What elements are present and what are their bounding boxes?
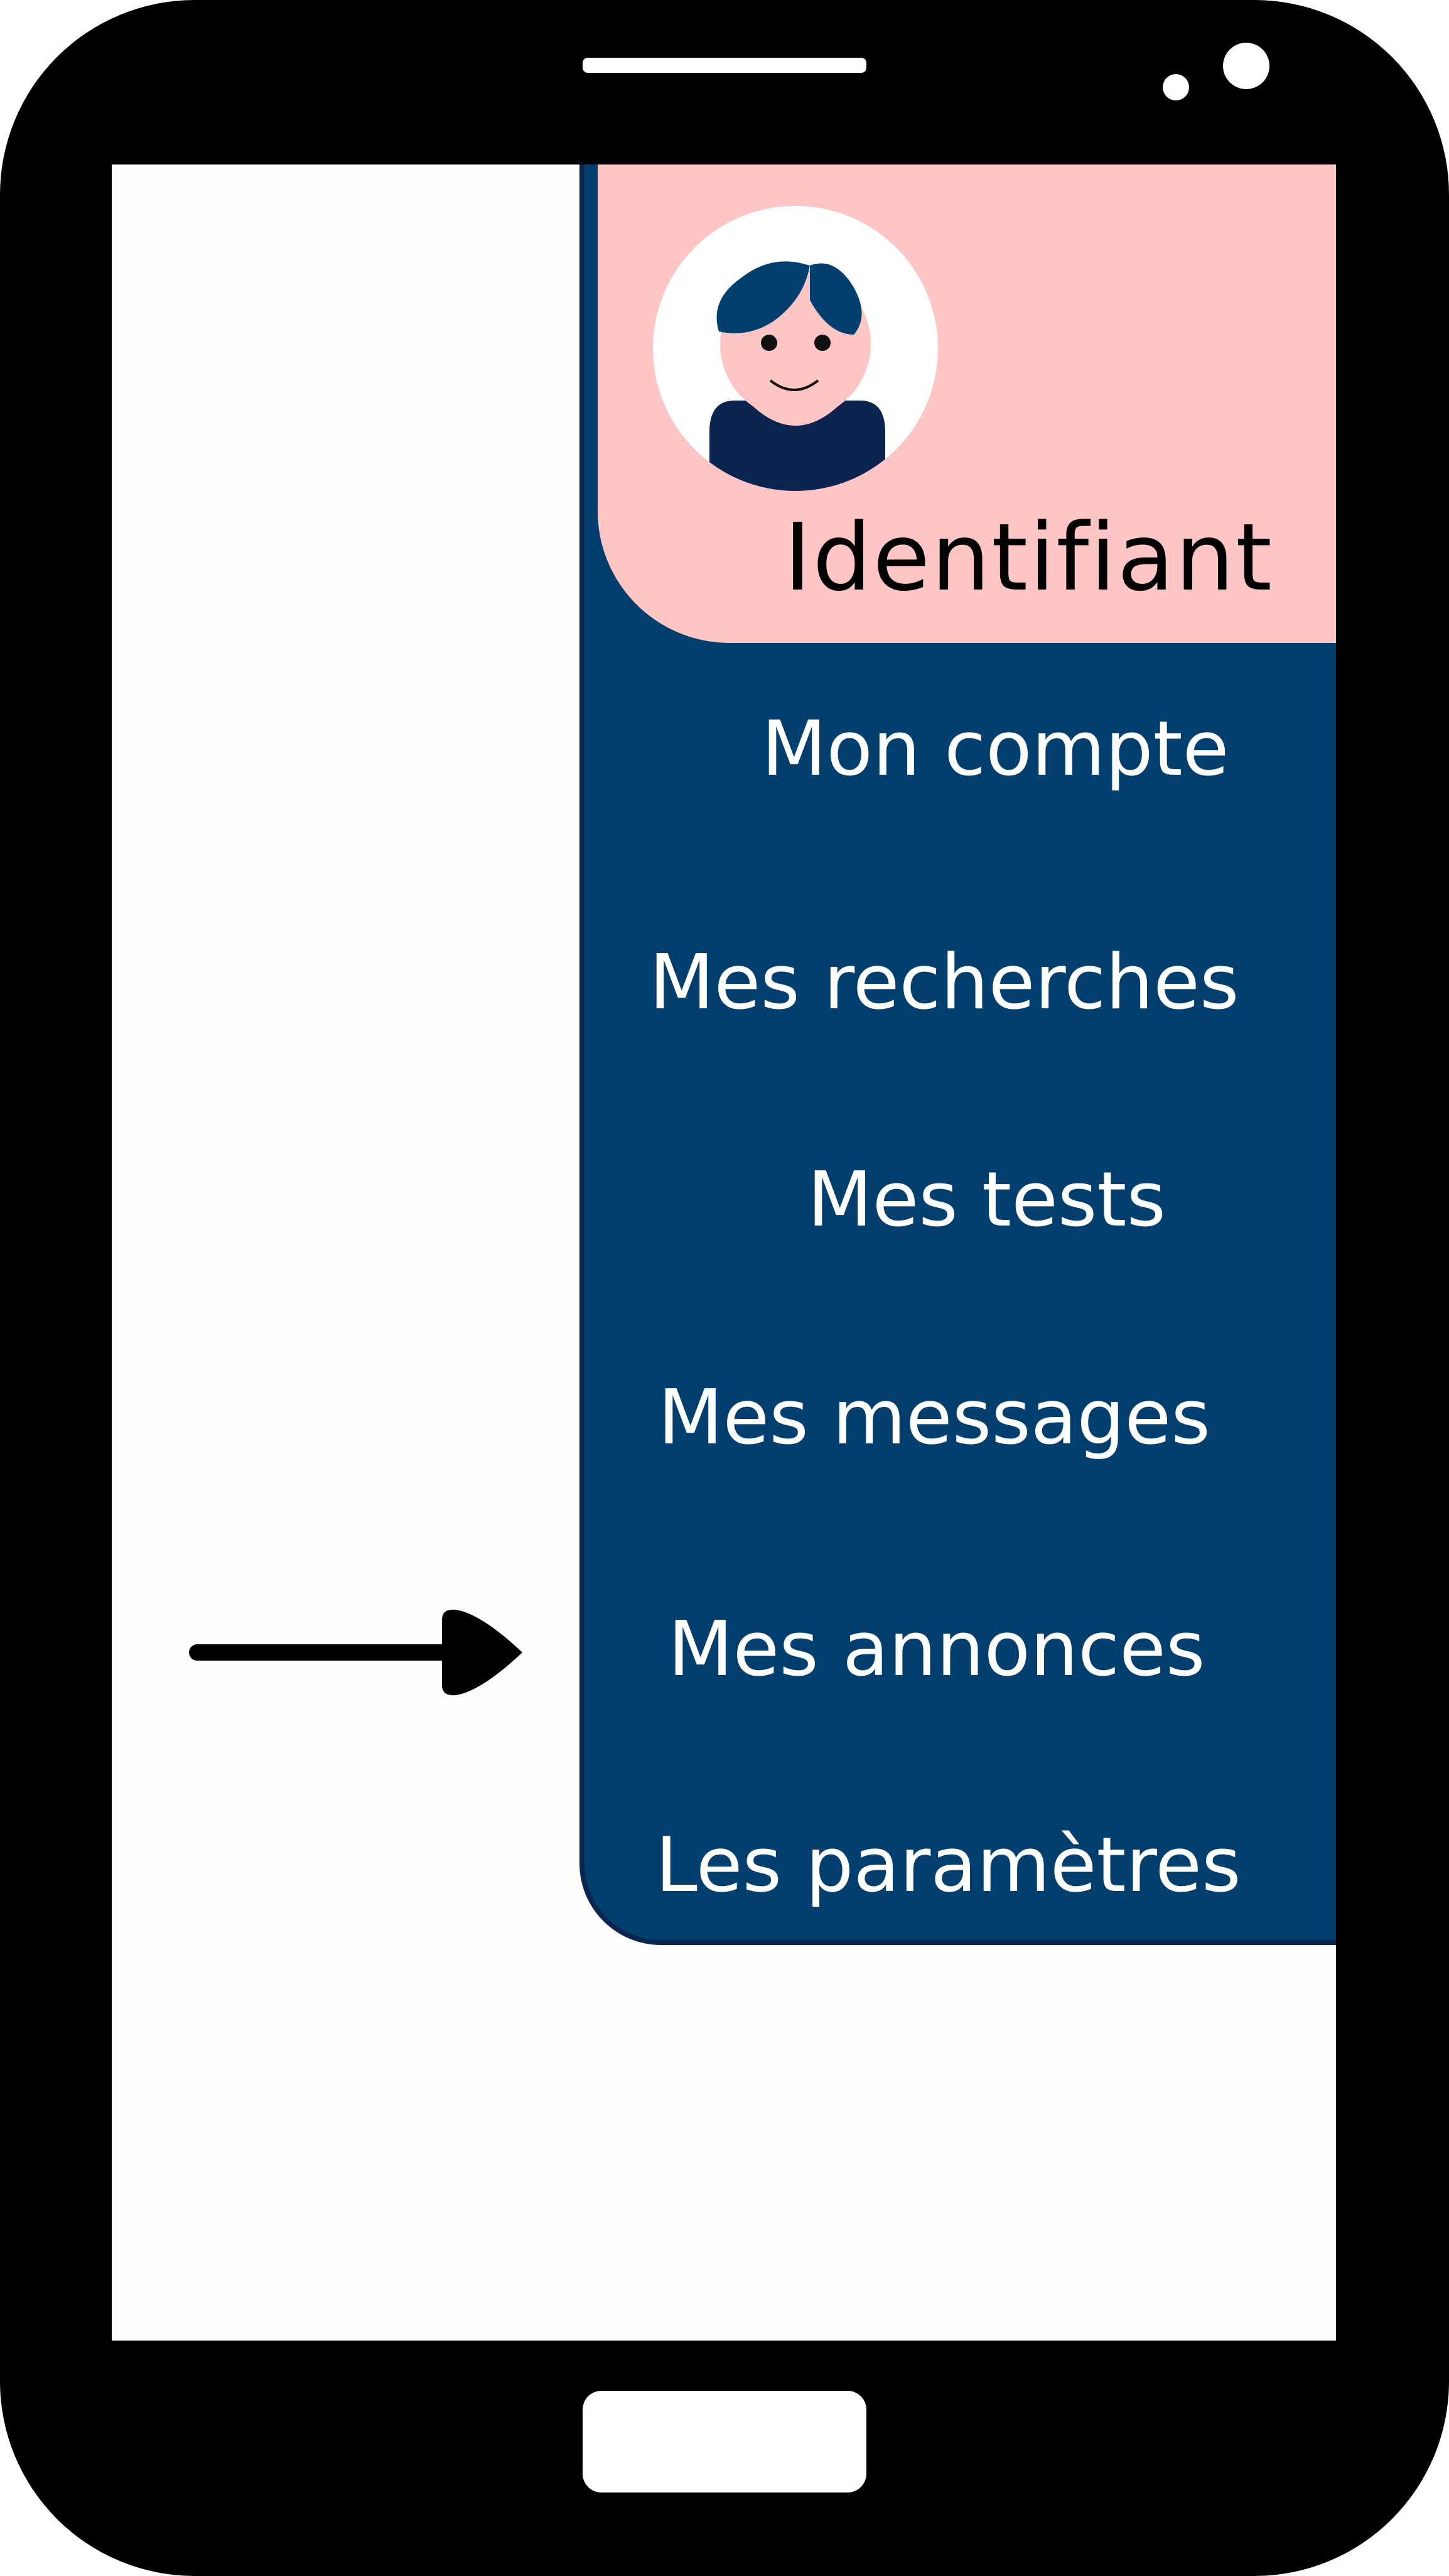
user-avatar-icon[interactable] [653, 206, 938, 491]
proximity-sensor [1163, 74, 1189, 100]
front-camera [1223, 43, 1269, 89]
user-identifier-label[interactable]: Identifiant [784, 504, 1273, 612]
menu-item-les-parametres[interactable]: Les paramètres [655, 1822, 1241, 1909]
menu-item-mon-compte[interactable]: Mon compte [762, 706, 1229, 793]
phone-screen: Identifiant Mon compte Mes recherches Me… [112, 164, 1336, 2341]
earpiece-speaker [583, 58, 866, 73]
menu-item-mes-messages[interactable]: Mes messages [658, 1374, 1210, 1462]
home-button[interactable] [583, 2391, 866, 2492]
arrow-right-icon [187, 1602, 539, 1703]
menu-item-mes-recherches[interactable]: Mes recherches [649, 939, 1239, 1027]
menu-item-mes-tests[interactable]: Mes tests [807, 1156, 1166, 1244]
menu-item-mes-annonces[interactable]: Mes annonces [668, 1606, 1205, 1693]
